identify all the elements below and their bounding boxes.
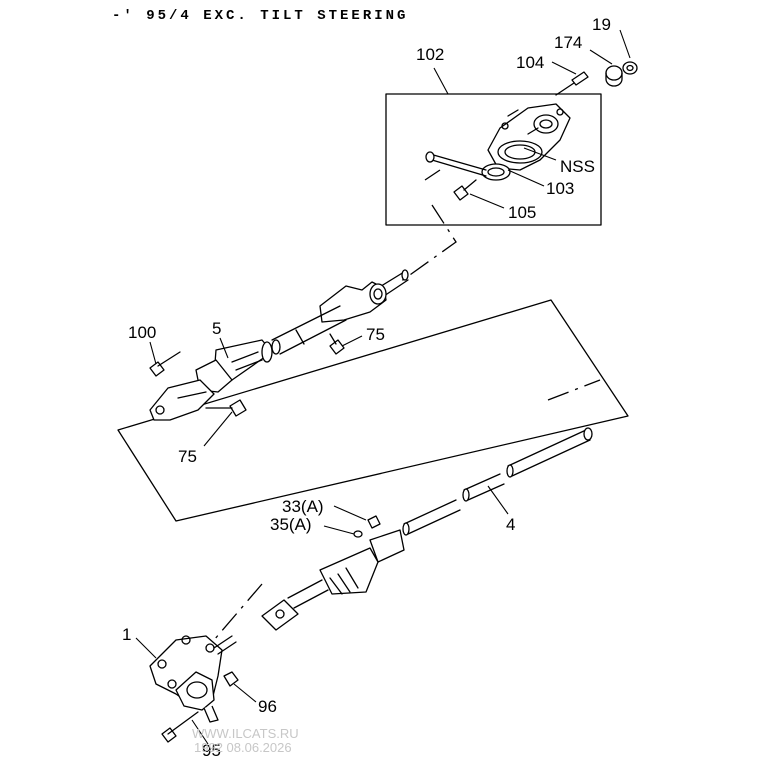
washer-icon	[622, 61, 638, 75]
leader-line	[619, 29, 631, 59]
lock-rod-icon	[425, 151, 487, 177]
callout-33a: 33(A)	[282, 497, 324, 516]
leader-line	[333, 505, 367, 521]
callout-96: 96	[258, 697, 277, 716]
bolt-icon	[205, 399, 247, 417]
leader-line	[469, 193, 505, 209]
callout-5: 5	[212, 319, 221, 338]
callout-1: 1	[122, 625, 131, 644]
universal-joint-icon	[261, 599, 299, 631]
leader-line	[341, 335, 363, 347]
washer-icon	[353, 530, 363, 538]
connector-line	[213, 583, 263, 641]
callout-4: 4	[506, 515, 515, 534]
callout-75-upper: 75	[366, 325, 385, 344]
connector-line	[547, 379, 601, 401]
diagram-title: -' 95/4 EXC. TILT STEERING	[112, 8, 408, 24]
callout-nss: NSS	[560, 157, 595, 176]
bolt-icon	[453, 179, 477, 201]
nut-icon	[223, 671, 239, 687]
callout-103: 103	[546, 179, 574, 198]
bolt-icon	[555, 71, 589, 96]
steering-shaft-icon	[287, 427, 593, 609]
callout-174: 174	[554, 33, 582, 52]
bolt-icon	[329, 333, 345, 355]
steering-gear-box-icon	[149, 635, 237, 723]
bolt-icon	[161, 711, 199, 743]
callout-105: 105	[508, 203, 536, 222]
connector-line	[399, 169, 457, 283]
leader-line	[219, 337, 229, 359]
leader-line	[135, 637, 157, 659]
steering-column-icon	[149, 269, 409, 421]
leader-line	[233, 683, 257, 703]
leader-line	[433, 67, 449, 95]
leader-line	[323, 525, 355, 535]
leader-line	[507, 169, 545, 187]
column-group-frame	[117, 299, 629, 522]
callout-95: 95	[202, 741, 221, 760]
leader-line	[203, 411, 233, 447]
watermark-site: WWW.ILCATS.RU	[192, 726, 299, 741]
leader-line	[191, 719, 209, 745]
leader-line	[523, 147, 557, 161]
ignition-lock-icon	[481, 103, 571, 181]
nut-icon	[367, 515, 381, 529]
ignition-lock-group-frame	[385, 93, 602, 226]
callout-102: 102	[416, 45, 444, 64]
callout-19: 19	[592, 15, 611, 34]
leader-line	[149, 341, 157, 365]
callout-104: 104	[516, 53, 544, 72]
leader-line	[589, 49, 613, 65]
bolt-icon	[149, 351, 181, 377]
leader-line	[487, 485, 509, 515]
bushing-icon	[605, 65, 623, 87]
leader-line	[551, 61, 577, 75]
callout-75-lower: 75	[178, 447, 197, 466]
callout-35a: 35(A)	[270, 515, 312, 534]
callout-100: 100	[128, 323, 156, 342]
watermark-date: 1992 08.06.2026	[194, 740, 292, 755]
